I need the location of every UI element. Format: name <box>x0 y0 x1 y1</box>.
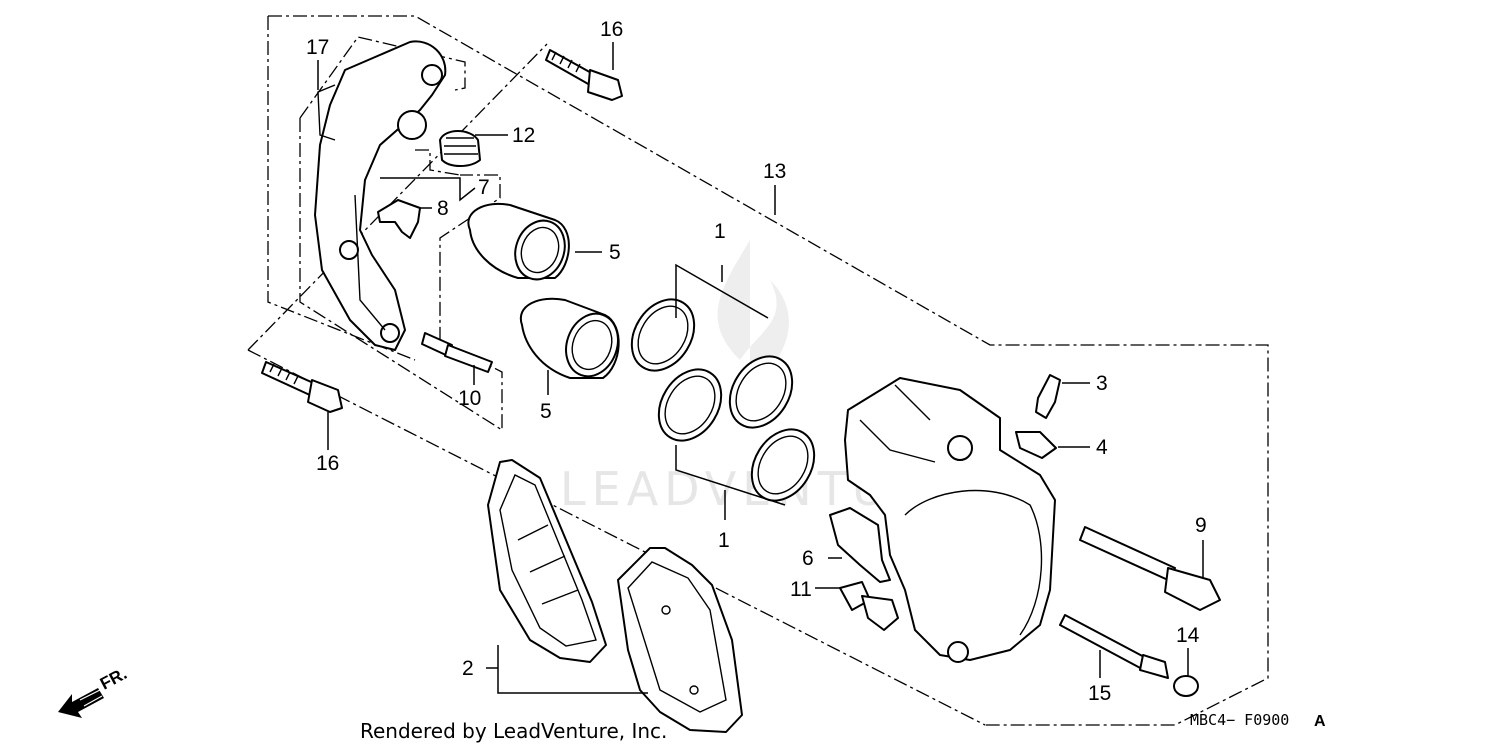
callout-10: 10 <box>458 387 481 410</box>
callout-1-upper: 1 <box>714 220 726 243</box>
pad-retainer-spring <box>377 199 421 239</box>
pin-bolt <box>421 332 493 373</box>
diagram-code: MBC4− F0900 <box>1190 711 1289 729</box>
caliper-body <box>844 377 1056 663</box>
pad-pin-plug <box>1015 431 1057 459</box>
bleed-screw-cap <box>1035 374 1061 419</box>
callout-11: 11 <box>790 578 812 601</box>
bolt-left <box>261 361 343 413</box>
callout-5-lower: 5 <box>540 400 552 423</box>
callout-6: 6 <box>802 547 814 570</box>
callout-1-lower: 1 <box>718 529 730 552</box>
front-marker-label: FR. <box>97 664 130 694</box>
slide-pin-short <box>1059 614 1169 679</box>
callout-12: 12 <box>512 124 535 147</box>
assembly-outlines <box>247 15 1269 726</box>
callout-4: 4 <box>1096 436 1108 459</box>
callout-15: 15 <box>1088 682 1111 705</box>
slide-pin-long <box>1079 526 1221 611</box>
callout-5-upper: 5 <box>609 241 621 264</box>
render-credit: Rendered by LeadVenture, Inc. <box>360 719 667 743</box>
pin-boot <box>439 130 481 167</box>
outline-16-link <box>247 43 548 351</box>
callout-14: 14 <box>1176 624 1200 647</box>
front-direction-arrow: FR. <box>58 664 130 718</box>
outline-13-upper <box>268 15 1269 726</box>
callout-16-top: 16 <box>600 18 623 41</box>
callout-17: 17 <box>306 36 329 59</box>
callout-9: 9 <box>1195 514 1207 537</box>
callout-7: 7 <box>478 176 490 199</box>
brake-pad-front <box>487 459 607 663</box>
outline-12-link <box>415 149 461 176</box>
caliper-bracket <box>314 40 447 351</box>
callout-3: 3 <box>1096 372 1108 395</box>
outline-13-bottom <box>247 349 986 726</box>
leader-lines <box>317 42 1204 694</box>
callout-16-left: 16 <box>316 452 339 475</box>
outline-17 <box>299 36 466 119</box>
callout-numbers: 17 16 12 13 7 8 1 5 3 10 5 4 16 9 1 6 11… <box>306 18 1207 705</box>
pin-cap <box>1173 675 1199 697</box>
bleeder-valve <box>839 581 899 631</box>
callout-8: 8 <box>437 197 449 220</box>
piston-lower <box>519 297 620 379</box>
brake-pad-rear <box>617 547 743 733</box>
piston-seals <box>630 298 816 502</box>
piston-upper <box>467 202 570 281</box>
callout-13: 13 <box>763 160 786 183</box>
bolt-top <box>545 49 623 101</box>
callout-2: 2 <box>462 657 474 680</box>
diagram-code-suffix: A <box>1314 713 1326 730</box>
outline-13-left <box>267 16 416 361</box>
pad-spring-plate <box>829 507 891 583</box>
